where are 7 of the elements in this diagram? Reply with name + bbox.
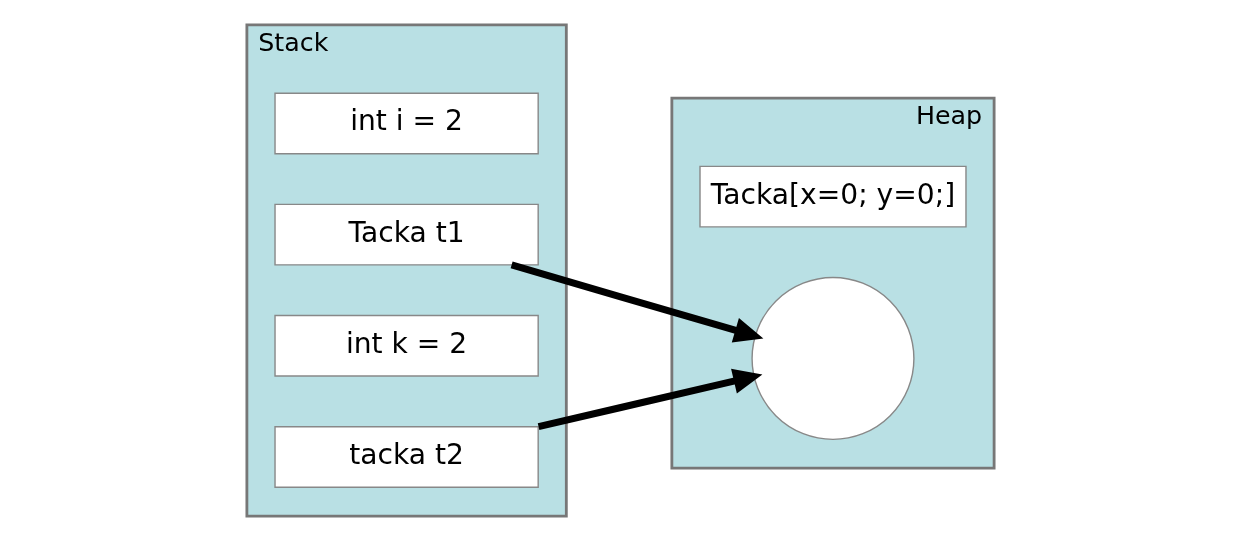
node-circle bbox=[750, 276, 915, 441]
node-box: tacka t2 bbox=[273, 426, 539, 488]
node-box: Tacka[x=0; y=0;] bbox=[698, 165, 967, 228]
arrow bbox=[510, 261, 763, 343]
node-box: Tacka t1 bbox=[273, 203, 539, 266]
node-box: int k = 2 bbox=[273, 314, 539, 377]
node-box: int i = 2 bbox=[273, 92, 539, 155]
